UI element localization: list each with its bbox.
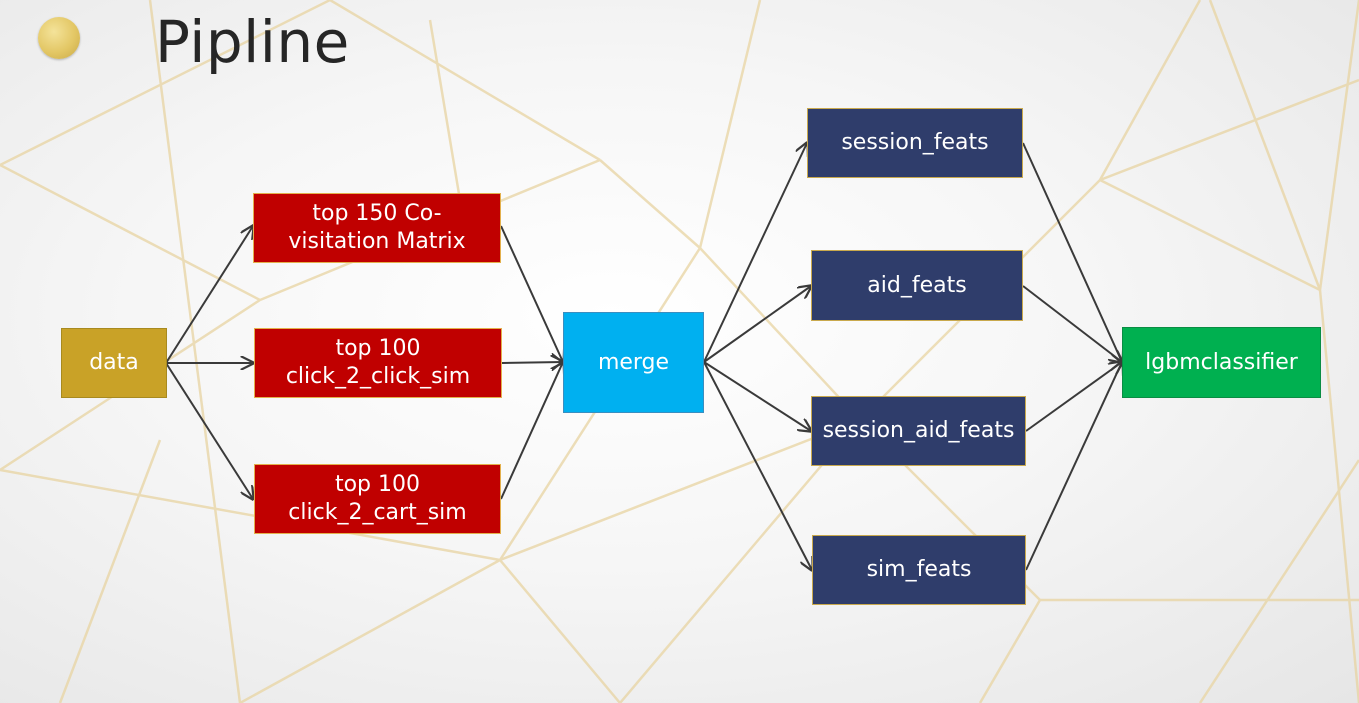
arrow-merge-to-aid-feats: [703, 286, 811, 363]
arrow-session-aid-feats-to-lgbm: [1025, 362, 1122, 432]
node-click-2-click-sim: top 100 click_2_click_sim: [254, 328, 502, 398]
arrow-sim-feats-to-lgbm: [1025, 362, 1122, 571]
arrow-covis-to-merge: [500, 225, 563, 362]
arrow-aid-feats-to-lgbm: [1022, 285, 1122, 362]
arrow-merge-to-session-feats: [703, 143, 807, 363]
node-covisitation-matrix: top 150 Co- visitation Matrix: [253, 193, 501, 263]
node-sim-feats: sim_feats: [812, 535, 1026, 605]
node-session-feats: session_feats: [807, 108, 1023, 178]
arrow-data-to-cart-sim: [165, 362, 253, 499]
node-aid-feats: aid_feats: [811, 250, 1023, 321]
arrow-cart-sim-to-merge: [500, 362, 563, 500]
node-click-2-cart-sim: top 100 click_2_cart_sim: [254, 464, 501, 534]
arrow-click-sim-to-merge: [501, 362, 563, 363]
arrow-merge-to-session-aid-feats: [703, 361, 811, 431]
title-bullet-icon: [38, 17, 80, 59]
node-session-aid-feats: session_aid_feats: [811, 396, 1026, 466]
slide-title: Pipline: [155, 8, 350, 76]
node-lgbmclassifier: lgbmclassifier: [1122, 327, 1321, 398]
arrow-data-to-covis: [165, 226, 253, 364]
arrow-merge-to-sim-feats: [703, 361, 812, 570]
node-merge: merge: [563, 312, 704, 413]
node-data: data: [61, 328, 167, 398]
arrow-session-feats-to-lgbm: [1022, 142, 1122, 362]
